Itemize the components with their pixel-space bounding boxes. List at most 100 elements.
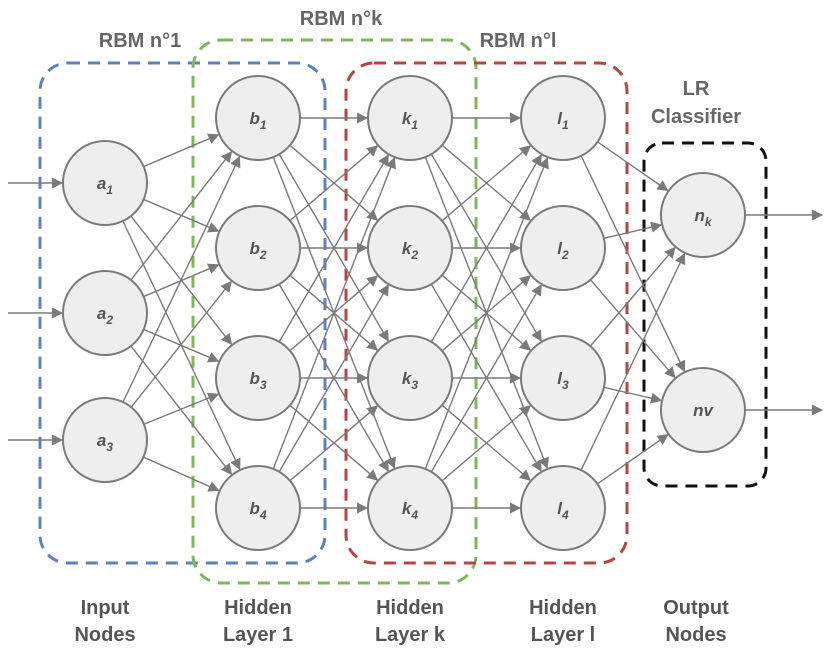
node-label-subscript: 1 xyxy=(411,118,418,132)
node-circle xyxy=(520,205,606,291)
hidden-layer-k-label-line2: Layer k xyxy=(375,624,446,646)
node-output-1: nk xyxy=(660,172,746,258)
edge-input-3-to-hidden1-4 xyxy=(143,456,220,492)
node-label-base: k xyxy=(402,499,413,518)
node-hiddenl-2: l2 xyxy=(520,205,606,291)
node-label-subscript: 3 xyxy=(106,440,113,454)
node-hidden1-4: b4 xyxy=(215,465,301,551)
node-output-2: nv xyxy=(660,367,746,453)
node-hiddenk-1: k1 xyxy=(367,75,453,161)
edge-hiddenl-2-to-output-2 xyxy=(589,279,676,379)
node-label: a3 xyxy=(97,431,113,454)
node-hidden1-3: b3 xyxy=(215,335,301,421)
node-hiddenk-4: k4 xyxy=(367,465,453,551)
node-label: b4 xyxy=(249,499,266,522)
edge-hiddenk-4-to-hiddenl-3 xyxy=(441,405,532,482)
node-label-subscript: 4 xyxy=(410,508,418,522)
node-hiddenl-3: l3 xyxy=(520,335,606,421)
hidden-layer-1-label-line1: Hidden xyxy=(224,597,292,619)
node-label-base: k xyxy=(402,239,413,258)
node-input-1: a1 xyxy=(62,140,148,226)
node-hidden1-1: b1 xyxy=(215,75,301,161)
node-label: k3 xyxy=(402,369,418,392)
node-label: b3 xyxy=(249,369,266,392)
rbm-l-label: RBM n°l xyxy=(480,30,557,52)
rbm-k-label: RBM n°k xyxy=(300,8,383,30)
node-label-base: b xyxy=(249,239,259,258)
hidden-layer-l-label-line1: Hidden xyxy=(529,597,597,619)
node-label-subscript: k xyxy=(705,215,713,229)
node-label-base: b xyxy=(249,499,259,518)
edge-hidden1-3-to-hiddenk-1 xyxy=(278,154,389,343)
edge-hidden1-4-to-hiddenk-1 xyxy=(272,157,396,470)
node-label-subscript: 1 xyxy=(260,118,267,132)
node-label-base: a xyxy=(97,304,106,323)
node-hiddenl-4: l4 xyxy=(520,465,606,551)
output-nodes-label-line1: Output xyxy=(663,597,729,619)
node-circle xyxy=(62,397,148,483)
node-label-subscript: 1 xyxy=(106,183,113,197)
node-label: nk xyxy=(694,206,712,229)
edge-hidden1-4-to-hiddenk-2 xyxy=(278,284,389,473)
node-circle xyxy=(215,75,301,161)
node-circle xyxy=(367,205,453,291)
node-label: nv xyxy=(693,401,714,420)
node-label: k2 xyxy=(402,239,418,262)
edge-hiddenl-4-to-output-2 xyxy=(597,434,669,485)
edge-hiddenl-1-to-output-2 xyxy=(580,155,686,373)
node-label-subscript: 3 xyxy=(260,378,267,392)
node-circle xyxy=(367,75,453,161)
rbm-l-box xyxy=(344,61,629,565)
node-input-3: a3 xyxy=(62,397,148,483)
node-label-base: a xyxy=(97,431,106,450)
node-label: l1 xyxy=(557,109,569,132)
node-label-base: l xyxy=(557,109,563,128)
node-hiddenk-3: k3 xyxy=(367,335,453,421)
node-circle xyxy=(215,465,301,551)
node-label-subscript: 4 xyxy=(259,508,267,522)
node-label: k4 xyxy=(402,499,418,522)
edge-hiddenk-2-to-hiddenl-1 xyxy=(441,145,532,222)
node-label: k1 xyxy=(402,109,418,132)
node-circle xyxy=(660,172,746,258)
node-label-subscript: 2 xyxy=(561,248,569,262)
node-circle xyxy=(367,335,453,421)
hidden-layer-k-label-line1: Hidden xyxy=(376,597,444,619)
node-circle xyxy=(520,465,606,551)
node-circle xyxy=(520,335,606,421)
hidden-layer-l-label-line2: Layer l xyxy=(531,624,595,646)
node-label-base: k xyxy=(402,369,413,388)
connection-edges xyxy=(8,112,824,514)
node-label: a1 xyxy=(97,174,113,197)
edge-hiddenl-2-to-output-1 xyxy=(603,221,663,240)
edge-input-2-to-hidden1-4 xyxy=(130,345,233,476)
rbm-1-label: RBM n°1 xyxy=(99,30,181,52)
node-label-subscript: 2 xyxy=(259,248,267,262)
node-label: b2 xyxy=(249,239,266,262)
node-label-subscript: 1 xyxy=(562,118,569,132)
node-label-base: l xyxy=(557,239,563,258)
node-label-base: k xyxy=(402,109,413,128)
node-circle xyxy=(215,335,301,421)
edge-input-2-to-hidden1-1 xyxy=(130,150,233,281)
edge-hiddenk-4-to-hiddenl-1 xyxy=(424,156,549,470)
node-input-2: a2 xyxy=(62,270,148,356)
edge-hiddenl-1-to-output-1 xyxy=(597,141,669,192)
node-label: a2 xyxy=(97,304,113,327)
node-label-base: b xyxy=(249,369,259,388)
node-circle xyxy=(62,270,148,356)
node-label-base: l xyxy=(557,369,563,388)
input-nodes-label-line1: Input xyxy=(81,597,130,619)
node-label: l3 xyxy=(557,369,569,392)
node-label-subscript: 3 xyxy=(562,378,569,392)
output-nodes-label-line2: Nodes xyxy=(665,624,726,646)
node-circle xyxy=(367,465,453,551)
lr-classifier-label-line2: Classifier xyxy=(651,106,741,128)
node-hiddenl-1: l1 xyxy=(520,75,606,161)
hidden-layer-1-label-line2: Layer 1 xyxy=(223,624,293,646)
edge-hidden1-2-to-hiddenk-1 xyxy=(289,145,379,222)
node-label-subscript: 2 xyxy=(410,248,418,262)
edge-hiddenl-3-to-output-2 xyxy=(603,386,663,404)
